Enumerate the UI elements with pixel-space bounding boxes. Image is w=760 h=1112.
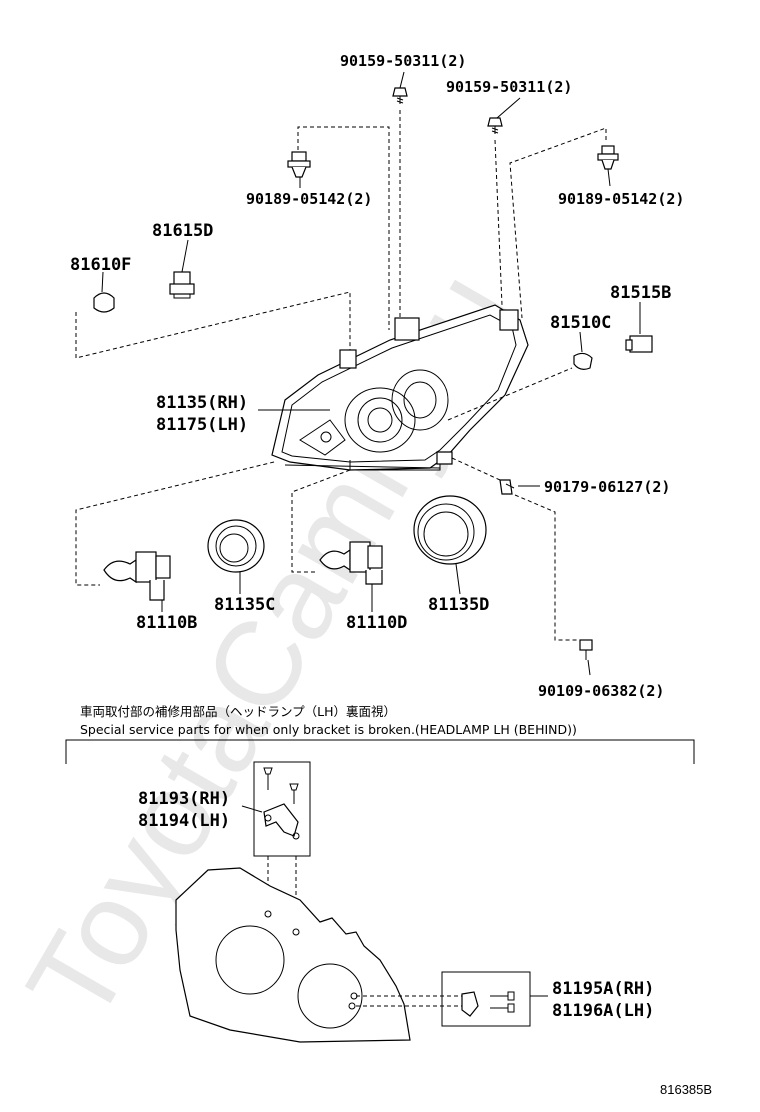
headlamp-back-outline — [175, 867, 411, 1043]
bulb-81510c — [573, 352, 593, 370]
label-81135c: 81135C — [214, 595, 275, 615]
label-81615d: 81615D — [152, 221, 213, 241]
label-90189-05142-a: 90189-05142(2) — [246, 190, 372, 208]
socket-81615d — [169, 271, 195, 299]
label-81135d: 81135D — [428, 595, 489, 615]
label-90159-50311-b: 90159-50311(2) — [446, 78, 572, 96]
bulb-81110d — [319, 541, 383, 585]
clip-90179 — [499, 479, 515, 495]
clip-90189-right — [597, 145, 619, 170]
label-81110d: 81110D — [346, 613, 407, 633]
cover-81135d — [413, 495, 487, 565]
bulb-81610f — [93, 292, 115, 313]
bracket-81193-box — [253, 761, 311, 857]
screw-90159-right — [487, 117, 503, 134]
bracket-81195a — [461, 991, 515, 1017]
clip-90189-left — [287, 151, 311, 178]
label-81135-rh: 81135(RH) — [156, 393, 248, 413]
section-bracket — [65, 739, 695, 764]
headlamp-assembly — [271, 304, 529, 471]
bracket-81193 — [263, 767, 300, 840]
note-japanese: 車両取付部の補修用部品（ヘッドランプ（LH）裏面視） — [80, 704, 396, 719]
note-english: Special service parts for when only brac… — [80, 722, 577, 737]
label-81515b: 81515B — [610, 283, 671, 303]
label-81194-lh: 81194(LH) — [138, 811, 230, 831]
label-81195a-rh: 81195A(RH) — [552, 979, 654, 999]
bracket-81195a-box — [441, 971, 531, 1027]
label-81175-lh: 81175(LH) — [156, 415, 248, 435]
label-90159-50311-a: 90159-50311(2) — [340, 52, 466, 70]
label-81193-rh: 81193(RH) — [138, 789, 230, 809]
label-81610f: 81610F — [70, 255, 131, 275]
screw-90109 — [579, 639, 593, 660]
socket-81515b — [625, 335, 653, 353]
bulb-81110b — [103, 551, 171, 601]
label-81110b: 81110B — [136, 613, 197, 633]
label-81196a-lh: 81196A(LH) — [552, 1001, 654, 1021]
screw-90159-left — [392, 87, 408, 104]
label-90189-05142-b: 90189-05142(2) — [558, 190, 684, 208]
illustration-id: 816385B — [660, 1082, 712, 1097]
label-90109-06382: 90109-06382(2) — [538, 682, 664, 700]
cover-81135c — [207, 519, 265, 573]
label-81510c: 81510C — [550, 313, 611, 333]
label-90179-06127: 90179-06127(2) — [544, 478, 670, 496]
